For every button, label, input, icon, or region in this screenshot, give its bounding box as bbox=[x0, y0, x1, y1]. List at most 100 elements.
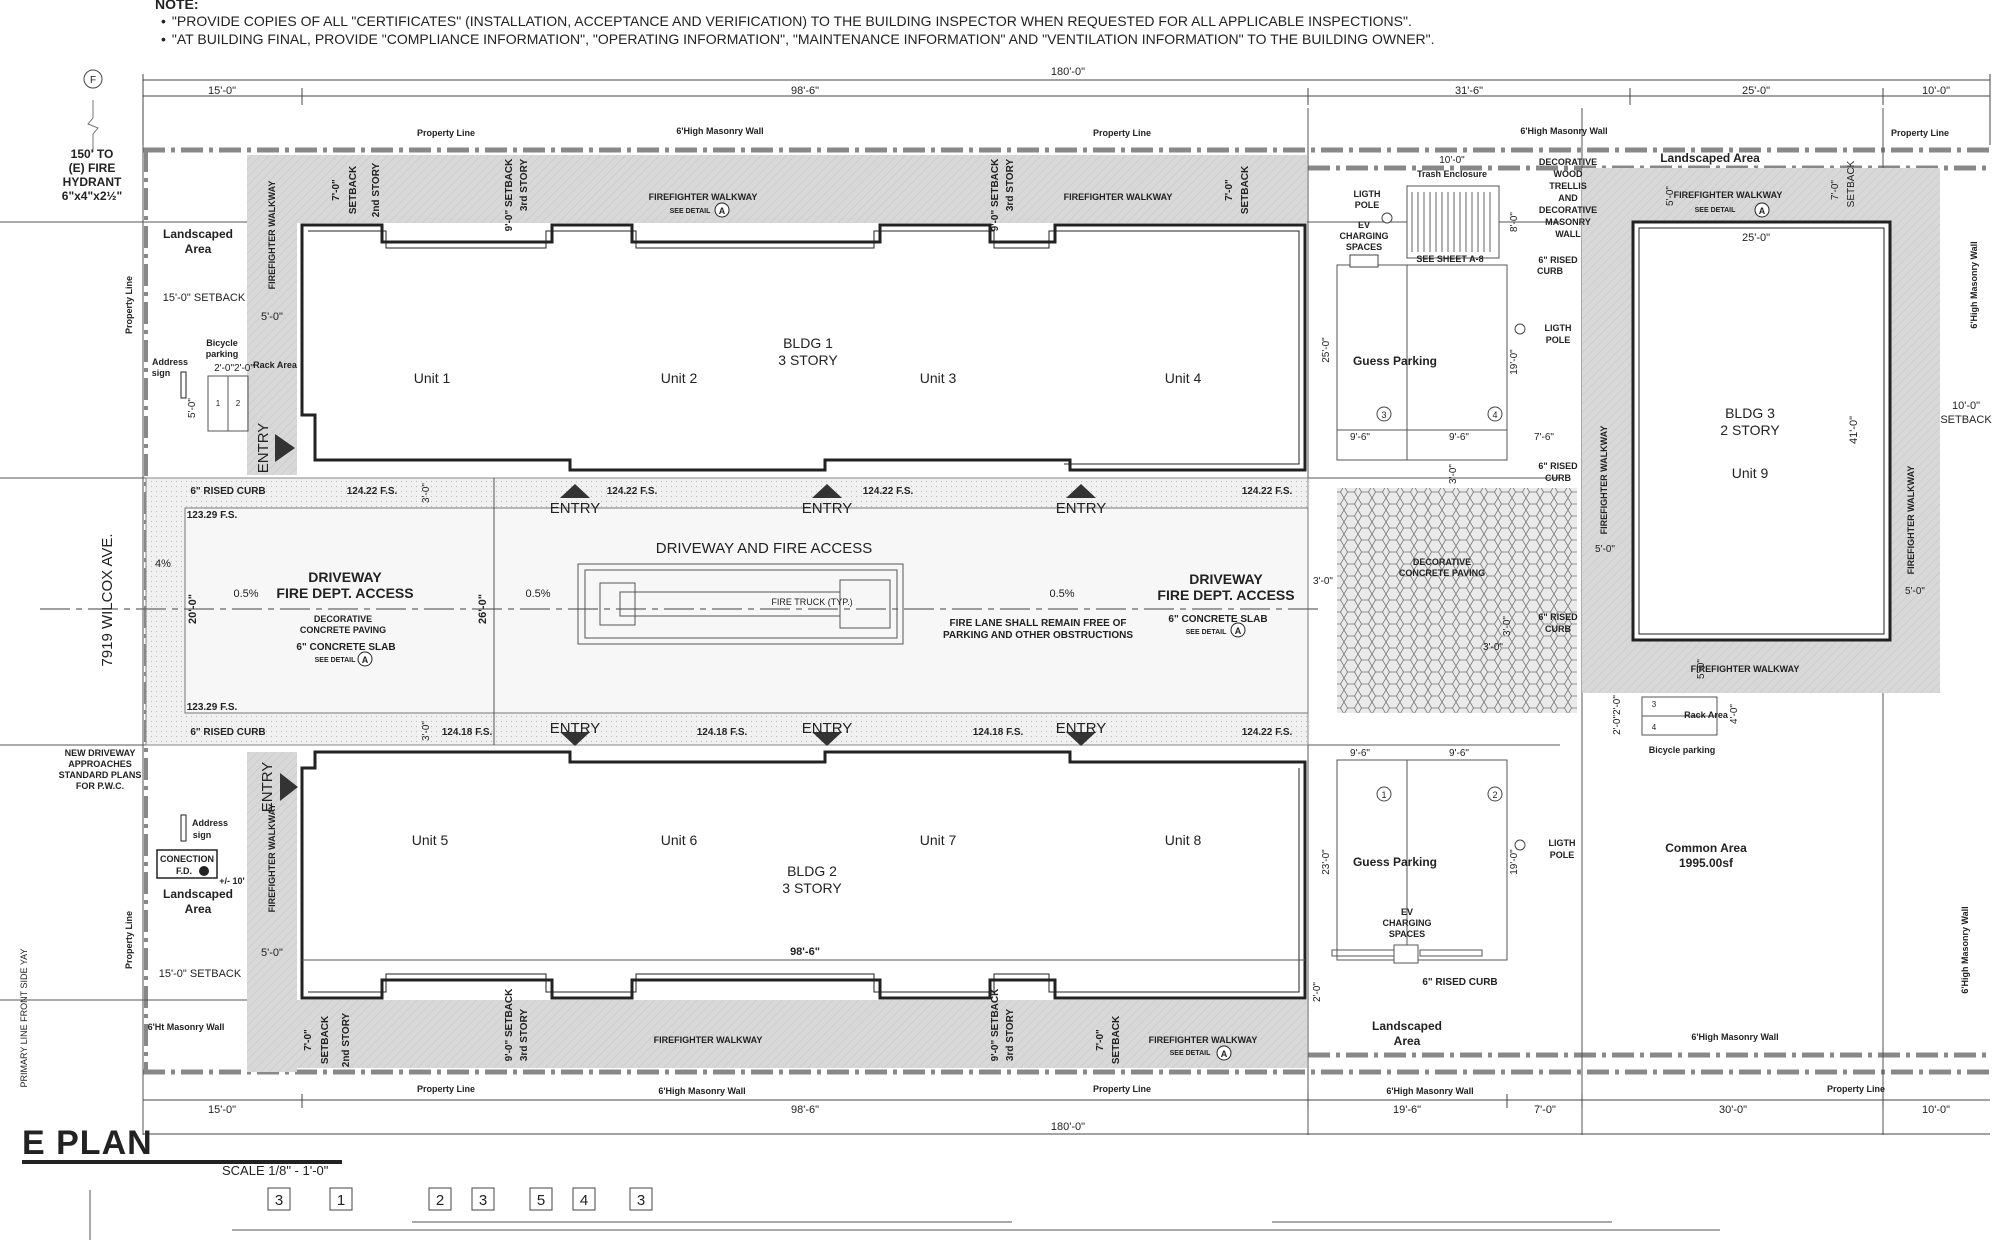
dim-top-seg-2: 98'-6" bbox=[791, 85, 819, 97]
setback-7-top-1: 7'-0" bbox=[331, 179, 342, 201]
rised-curb-1: 6" RISED CURB bbox=[190, 486, 265, 497]
trash-dim: 10'-0" bbox=[1439, 155, 1465, 166]
dim-bottom-seg-2: 98'-6" bbox=[791, 1104, 819, 1116]
landscaped-4: Landscaped Area bbox=[1660, 151, 1760, 165]
fire-lane-1: FIRE LANE SHALL REMAIN FREE OF bbox=[949, 618, 1126, 629]
dim-3-d: 3'-0" bbox=[1448, 464, 1459, 484]
dim-bottom-seg-4: 7'-0" bbox=[1534, 1104, 1556, 1116]
concrete-slab-right: 6" CONCRETE SLAB bbox=[1168, 614, 1267, 625]
story-2-top: 2nd STORY bbox=[371, 162, 382, 217]
dim-96-top-2: 9'-6" bbox=[1449, 432, 1469, 443]
fd-connection-dot bbox=[199, 866, 209, 876]
bicycle-parking-a: Bicycle bbox=[206, 338, 238, 348]
address-sign-post-1 bbox=[180, 371, 187, 399]
driveway-left-1: DRIVEWAY bbox=[308, 569, 382, 585]
rised-curb-r3-b: CURB bbox=[1545, 624, 1571, 634]
dim-4-rack: 4'-0" bbox=[1729, 704, 1740, 724]
dim-5-b3-left: 5'-0" bbox=[1595, 544, 1615, 555]
bicycle-dims: 2'-0"2'-0" bbox=[214, 363, 254, 374]
dim-top-seg-5: 10'-0" bbox=[1922, 85, 1950, 97]
landscaped-3-a: Landscaped bbox=[1372, 1019, 1442, 1033]
detail-tag-left: A bbox=[362, 655, 369, 665]
slope-2: 0.5% bbox=[525, 588, 550, 600]
new-driveway-4: FOR P.W.C. bbox=[76, 781, 124, 791]
dim-bottom-seg-5: 30'-0" bbox=[1719, 1104, 1747, 1116]
dim-96-bot-1: 9'-6" bbox=[1350, 748, 1370, 759]
dim-19-park-bot: 19'-0" bbox=[1509, 849, 1520, 875]
address-sign-1-a: Address bbox=[152, 357, 188, 367]
entry-8: ENTRY bbox=[259, 762, 276, 813]
hydrant-line-1: 150' TO bbox=[71, 147, 114, 161]
stall-circle-4 bbox=[1487, 406, 1503, 422]
bldg3-depth: 41'-0" bbox=[1848, 416, 1860, 444]
driveway-right-1: DRIVEWAY bbox=[1189, 571, 1263, 587]
dim-top-seg-3: 31'-6" bbox=[1455, 85, 1483, 97]
unit-1: Unit 1 bbox=[414, 370, 451, 386]
ev-charger-top bbox=[1349, 254, 1379, 268]
trellis-7: WALL bbox=[1555, 229, 1581, 239]
dim-2-bot: 2'-0" bbox=[1312, 982, 1323, 1002]
stall-2: 2 bbox=[236, 399, 241, 408]
ev-top-3: SPACES bbox=[1346, 242, 1382, 252]
masonry-tag-5: 6'High Masonry Wall bbox=[1691, 1032, 1778, 1042]
top-dimension-chain bbox=[142, 74, 1991, 145]
walkway-label-2: FIREFIGHTER WALKWAY bbox=[1064, 192, 1173, 202]
fs-street-2: 123.29 F.S. bbox=[187, 702, 238, 713]
light-pole-2-b: POLE bbox=[1546, 335, 1571, 345]
unit-5: Unit 5 bbox=[412, 832, 449, 848]
detail-tag-circle-right bbox=[1230, 622, 1246, 638]
dim-3-c: 3'-0" bbox=[1313, 576, 1333, 587]
decorative-right-1: DECORATIVE bbox=[1413, 557, 1471, 567]
driveway-right-2: FIRE DEPT. ACCESS bbox=[1157, 587, 1294, 603]
dim-19-park-top: 19'-0" bbox=[1509, 349, 1520, 375]
dim-76-top: 7'-6" bbox=[1534, 432, 1554, 443]
guess-parking-bot: Guess Parking bbox=[1353, 855, 1437, 869]
light-pole-1-b: POLE bbox=[1355, 200, 1380, 210]
unit-3: Unit 3 bbox=[920, 370, 957, 386]
section-marker: F bbox=[83, 69, 103, 152]
property-line-tag-5: Property Line bbox=[1093, 1084, 1151, 1094]
address-sign-1-b: sign bbox=[152, 368, 171, 378]
stall-1-bot: 1 bbox=[1381, 790, 1386, 800]
unit-7: Unit 7 bbox=[920, 832, 957, 848]
dim-3-f: 3'-0" bbox=[1483, 642, 1503, 653]
guess-parking-top: Guess Parking bbox=[1353, 354, 1437, 368]
entry-5: ENTRY bbox=[802, 720, 853, 737]
trash-label: Trash Enclosure bbox=[1417, 169, 1487, 179]
fs-top-3: 124.22 F.S. bbox=[863, 486, 914, 497]
decorative-left-1: DECORATIVE bbox=[314, 614, 372, 624]
setback-7-bot-2: 7'-0" bbox=[1095, 1029, 1106, 1051]
fs-top-2: 124.22 F.S. bbox=[607, 486, 658, 497]
fire-truck-label: FIRE TRUCK (TYP.) bbox=[771, 597, 852, 607]
notes-header: NOTE: bbox=[155, 0, 199, 12]
rised-curb-2: 6" RISED CURB bbox=[190, 727, 265, 738]
see-detail-left: SEE DETAIL bbox=[315, 657, 356, 664]
bldg1-name: BLDG 1 bbox=[783, 335, 833, 351]
unit-6: Unit 6 bbox=[661, 832, 698, 848]
fs-street-1: 123.29 F.S. bbox=[187, 510, 238, 521]
detail-tag-right: A bbox=[1235, 626, 1242, 636]
slope-1: 0.5% bbox=[233, 588, 258, 600]
setback-9-bot-2: 9'-0" SETBACK bbox=[990, 988, 1001, 1061]
setback-word-1: SETBACK bbox=[348, 165, 359, 214]
bldg1-outline bbox=[300, 223, 1307, 472]
stall-circle-2 bbox=[1487, 786, 1503, 802]
detail-tag-circle-left bbox=[357, 651, 373, 667]
elev-tag-3: 2 bbox=[436, 1192, 444, 1209]
property-line-tag-4: Property Line bbox=[417, 1084, 475, 1094]
hydrant-line-3: HYDRANT bbox=[63, 175, 122, 189]
dim-22-rack: 2'-0"2'-0" bbox=[1612, 695, 1623, 735]
property-line-tag-6: Property Line bbox=[1827, 1084, 1885, 1094]
stall-circle-3 bbox=[1376, 406, 1392, 422]
stall-1: 1 bbox=[216, 399, 221, 408]
story-3-top-1: 3rd STORY bbox=[519, 159, 530, 212]
fs-top-1: 124.22 F.S. bbox=[347, 486, 398, 497]
trellis-3: TRELLIS bbox=[1549, 181, 1587, 191]
rack-area-1: Rack Area bbox=[253, 360, 298, 370]
walkway-left-bldg2 bbox=[247, 752, 297, 1072]
see-detail-3: SEE DETAIL bbox=[1695, 207, 1736, 214]
light-pole-3-b: POLE bbox=[1550, 850, 1575, 860]
trellis-5: DECORATIVE bbox=[1539, 205, 1597, 215]
stall-circle-1 bbox=[1376, 786, 1392, 802]
